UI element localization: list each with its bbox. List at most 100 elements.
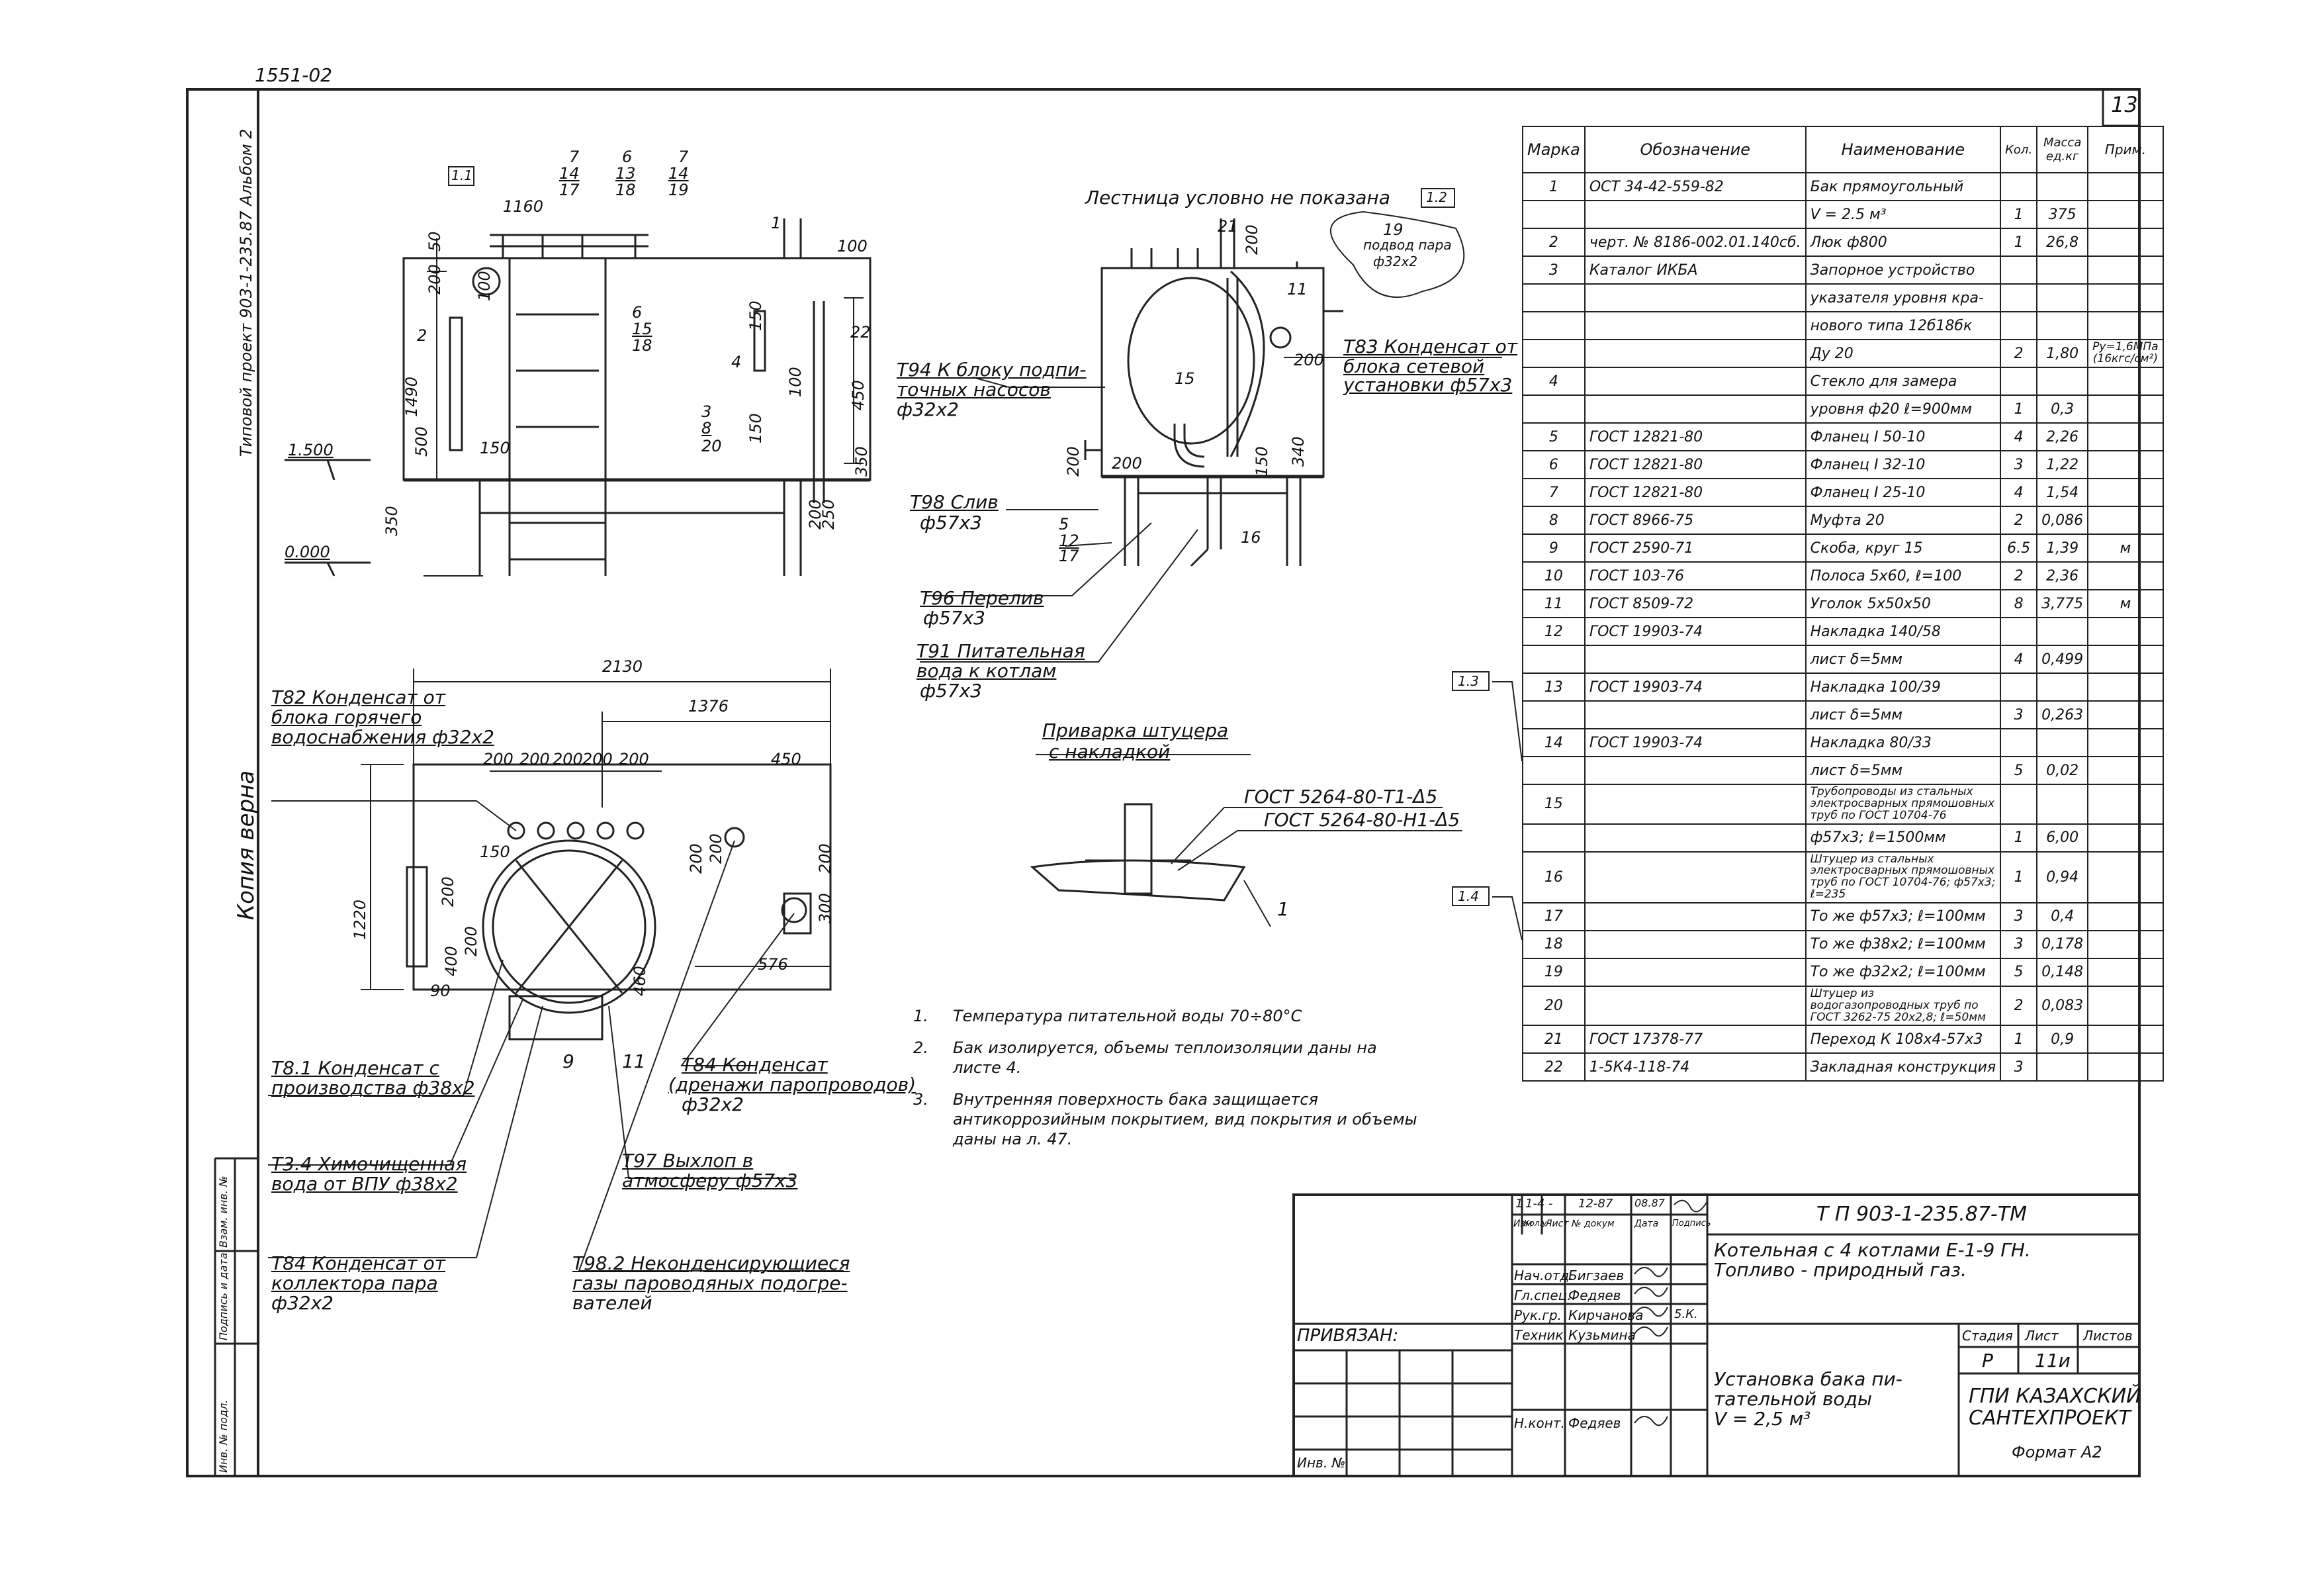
- mark-front-1: 1: [771, 214, 782, 232]
- spec-cell-mark: [1522, 339, 1586, 368]
- dim-front-1160: 1160: [503, 197, 544, 216]
- dim-plan-150: 150: [480, 843, 510, 861]
- spec-cell-mark: [1522, 823, 1586, 853]
- pipe-t98-size: ф57х3: [920, 512, 982, 533]
- spec-cell-note: [2087, 200, 2164, 229]
- spec-cell-name: Фланец I 25-10: [1805, 478, 2002, 507]
- spec-cell-note: [2087, 728, 2164, 757]
- spec-col-mass: Масса ед.кг: [2036, 126, 2089, 173]
- spec-cell-mass: 0,083: [2036, 985, 2089, 1027]
- spec-cell-note: [2087, 957, 2164, 987]
- spec-cell-qty: [2000, 255, 2038, 285]
- spec-cell-designation: ГОСТ 2590-71: [1584, 533, 1807, 563]
- spec-cell-qty: [2000, 283, 2038, 312]
- spec-cell-note: [2087, 756, 2164, 785]
- dim-front-450: 450: [849, 380, 868, 410]
- spec-cell-note: [2087, 311, 2164, 340]
- spec-cell-designation: [1584, 200, 1807, 229]
- pipe-t91-line1: Т91 Питательная: [916, 640, 1085, 662]
- pipe-t84b-line2: (дренажи паропроводов): [668, 1074, 916, 1095]
- weld-spec-t1: ГОСТ 5264-80-Т1-Δ5: [1244, 786, 1438, 808]
- pipe-t96-size: ф57х3: [923, 607, 985, 629]
- spec-cell-qty: 1: [2000, 851, 2038, 904]
- spec-cell-note: [2087, 823, 2164, 853]
- spec-cell-mark: 20: [1522, 985, 1586, 1027]
- dim-plan-2130: 2130: [602, 657, 643, 676]
- pipe-t84b-size: ф32х2: [682, 1093, 744, 1115]
- pipe-t83-line2: блока сетевой: [1343, 355, 1485, 377]
- spec-cell-designation: 1-5К4-118-74: [1584, 1052, 1807, 1082]
- spec-cell-name: Уголок 5х50х50: [1805, 589, 2002, 618]
- mark-side-15: 15: [1175, 369, 1195, 388]
- spec-cell-mass: 0,9: [2036, 1025, 2089, 1054]
- mark-side-11: 11: [1287, 280, 1308, 299]
- spec-cell-mark: 21: [1522, 1025, 1586, 1054]
- spec-cell-qty: 2: [2000, 506, 2038, 535]
- level-1500: 1.500: [288, 441, 334, 459]
- spec-cell-note: м: [2087, 533, 2164, 563]
- signature-note: 5.К.: [1674, 1307, 1698, 1321]
- spec-cell-qty: [2000, 617, 2038, 646]
- mark-side-19: 19: [1383, 220, 1404, 239]
- name-chief-specialist: Федяев: [1568, 1287, 1621, 1303]
- project-title-1: Котельная с 4 котлами Е-1-9 ГН.: [1714, 1239, 2031, 1261]
- spec-cell-mass: 0,178: [2036, 929, 2089, 959]
- dim-plan-1376: 1376: [688, 697, 729, 716]
- spec-cell-note: Ру=1,6МПа (16кгс/см²): [2087, 339, 2164, 368]
- pipe-t94-size: ф32х2: [897, 398, 959, 420]
- spec-cell-mass: 2,26: [2036, 422, 2089, 451]
- dim-plan-1220: 1220: [351, 899, 369, 940]
- spec-cell-designation: [1584, 823, 1807, 853]
- drawing-title-2: тательной воды: [1714, 1388, 1873, 1410]
- spec-cell-designation: ГОСТ 19903-74: [1584, 728, 1807, 757]
- spec-cell-name: Запорное устройство: [1805, 255, 2002, 285]
- spec-cell-designation: [1584, 902, 1807, 931]
- stamp-replaced: Взам. инв. №: [217, 1176, 230, 1248]
- spec-cell-qty: 4: [2000, 478, 2038, 507]
- dim-front-500: 500: [412, 426, 431, 457]
- drawing-title-1: Установка бака пи-: [1714, 1368, 1902, 1390]
- pipe-t97-line1: Т97 Выхлоп в: [622, 1150, 754, 1172]
- spec-cell-qty: 1: [2000, 823, 2038, 853]
- spec-cell-mass: 1,22: [2036, 450, 2089, 479]
- spec-cell-designation: [1584, 311, 1807, 340]
- spec-cell-note: [2087, 645, 2164, 674]
- dim-plan-460: 460: [631, 966, 649, 996]
- spec-cell-note: [2087, 929, 2164, 959]
- pipe-t97-line2: атмосферу ф57х3: [622, 1170, 798, 1191]
- spec-cell-note: [2087, 478, 2164, 507]
- pipe-t84a-line2: коллектора пара: [271, 1272, 438, 1294]
- pipe-t82-line2: блока горячего: [271, 706, 422, 728]
- spec-cell-designation: [1584, 851, 1807, 904]
- spec-cell-mark: 16: [1522, 851, 1586, 904]
- spec-cell-name: Стекло для замера: [1805, 367, 2002, 396]
- spec-cell-name: лист δ=5мм: [1805, 645, 2002, 674]
- spec-cell-name: Фланец I 50-10: [1805, 422, 2002, 451]
- spec-cell-mark: 8: [1522, 506, 1586, 535]
- spec-cell-mark: [1522, 394, 1586, 424]
- mark-side-12: 12: [1059, 532, 1079, 550]
- spec-cell-mass: 2,36: [2036, 561, 2089, 590]
- spec-cell-mass: 1,39: [2036, 533, 2089, 563]
- dim-side-340: 340: [1289, 436, 1308, 467]
- rev-doc: 12-87: [1578, 1197, 1613, 1211]
- spec-col-designation: Обозначение: [1584, 126, 1807, 173]
- spec-cell-mass: [2036, 784, 2089, 825]
- spec-cell-mark: [1522, 311, 1586, 340]
- spec-cell-name: То же ф57х3; ℓ=100мм: [1805, 902, 2002, 931]
- spec-cell-mark: 9: [1522, 533, 1586, 563]
- spec-cell-qty: [2000, 367, 2038, 396]
- spec-cell-designation: ГОСТ 12821-80: [1584, 450, 1807, 479]
- spec-cell-name: Ду 20: [1805, 339, 2002, 368]
- note-1: 1.Температура питательной воды 70÷80°С: [913, 1007, 1302, 1025]
- name-norm-control: Федяев: [1568, 1415, 1621, 1431]
- side-view-note: Лестница условно не показана: [1085, 187, 1390, 209]
